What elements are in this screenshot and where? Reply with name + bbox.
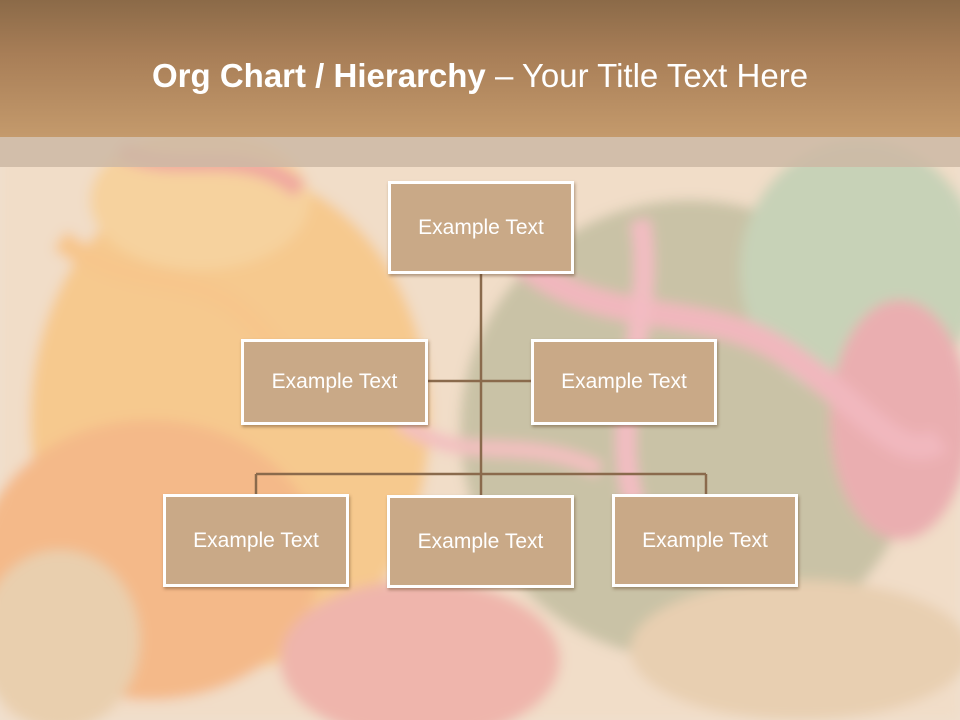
title-separator: /: [306, 57, 334, 94]
org-node-assistant-right[interactable]: Example Text: [531, 339, 717, 425]
org-node-top[interactable]: Example Text: [388, 181, 574, 274]
slide-title[interactable]: Org Chart / Hierarchy – Your Title Text …: [152, 54, 808, 98]
org-node-label: Example Text: [561, 370, 687, 393]
title-bar: [0, 0, 960, 137]
org-node-label: Example Text: [271, 370, 398, 393]
org-node-sub-left[interactable]: Example Text: [163, 494, 349, 587]
org-node-label: Example Text: [642, 528, 768, 552]
org-node-sub-center[interactable]: Example Text: [387, 495, 574, 588]
org-node-label: Example Text: [193, 528, 319, 552]
title-rest: Your Title Text Here: [521, 57, 809, 94]
org-node-assistant-left[interactable]: Example Text: [241, 339, 428, 425]
org-node-sub-right[interactable]: Example Text: [612, 494, 798, 587]
title-dash: –: [485, 57, 522, 94]
org-node-label: Example Text: [418, 215, 544, 239]
title-part-2: Hierarchy: [333, 57, 486, 94]
org-node-label: Example Text: [417, 529, 544, 553]
title-bar-strip: [0, 137, 960, 167]
title-part-1: Org Chart: [152, 57, 307, 94]
